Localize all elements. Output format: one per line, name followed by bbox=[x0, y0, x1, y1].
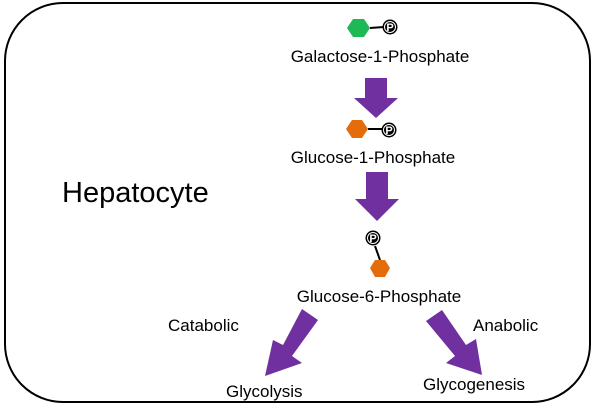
glucose-hexagon-icon bbox=[370, 260, 390, 277]
phosphate-icon: P bbox=[382, 19, 398, 35]
glucose-6-phosphate-label: Glucose-6-Phosphate bbox=[297, 287, 461, 306]
anabolic-label: Anabolic bbox=[473, 316, 539, 335]
glucose-6-phosphate-icon: P bbox=[365, 230, 390, 277]
galactose-hexagon-icon bbox=[347, 19, 370, 37]
phosphate-bond bbox=[369, 26, 385, 29]
phosphate-symbol: P bbox=[369, 233, 376, 245]
phosphate-bond bbox=[374, 245, 381, 261]
catabolic-arrow bbox=[265, 309, 318, 376]
galactose-1-phosphate-icon: P bbox=[347, 19, 398, 37]
glucose-hexagon-icon bbox=[346, 120, 368, 138]
glucose-1-phosphate-label: Glucose-1-Phosphate bbox=[291, 148, 455, 167]
catabolic-label: Catabolic bbox=[168, 316, 239, 335]
galactose-1-phosphate-label: Galactose-1-Phosphate bbox=[291, 47, 470, 66]
conversion-arrow-2 bbox=[355, 172, 399, 221]
hepatocyte-boundary bbox=[4, 2, 591, 403]
phosphate-symbol: P bbox=[385, 125, 392, 137]
cell-title: Hepatocyte bbox=[62, 177, 209, 209]
phosphate-icon: P bbox=[365, 230, 381, 246]
conversion-arrow-1 bbox=[354, 78, 398, 118]
phosphate-icon: P bbox=[381, 122, 397, 138]
glycogenesis-label: Glycogenesis bbox=[423, 375, 525, 394]
glucose-1-phosphate-icon: P bbox=[346, 120, 397, 138]
phosphate-symbol: P bbox=[386, 22, 393, 34]
glycolysis-label: Glycolysis bbox=[226, 382, 303, 401]
anabolic-arrow bbox=[426, 310, 482, 375]
